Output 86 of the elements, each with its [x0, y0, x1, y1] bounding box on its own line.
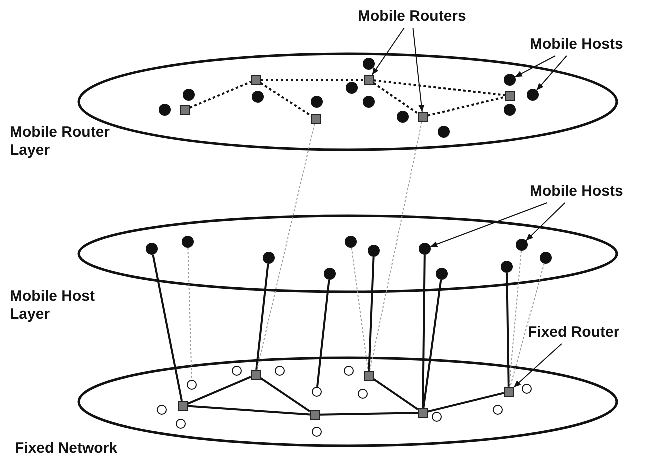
link-line	[422, 280, 442, 408]
host-dot	[363, 58, 375, 70]
node-circle	[344, 366, 354, 376]
host-dot	[345, 236, 357, 248]
layer-label: Mobile Router Layer	[10, 124, 111, 160]
node-circle	[312, 427, 322, 437]
host-dot	[419, 243, 431, 255]
leader-line	[412, 28, 425, 112]
dotted-link	[188, 248, 192, 380]
host-dot	[397, 111, 409, 123]
link-line	[188, 405, 310, 416]
dotted-link	[508, 250, 522, 388]
host-dot	[516, 239, 528, 251]
node-circle	[432, 412, 442, 422]
router-square	[364, 371, 374, 381]
link-line	[316, 280, 330, 388]
callout-label: Mobile Hosts	[530, 183, 624, 201]
link-line	[368, 256, 375, 372]
host-dot	[346, 82, 358, 94]
leader-line	[514, 344, 562, 388]
link-line	[422, 254, 426, 408]
layer-label: Fixed Network	[15, 440, 119, 458]
link-line	[260, 378, 311, 412]
host-dot	[363, 96, 375, 108]
host-dot	[252, 91, 264, 103]
host-dot	[368, 245, 380, 257]
dotted-link	[260, 82, 312, 117]
link-line	[256, 264, 270, 370]
node-circle	[493, 405, 503, 415]
link-line	[188, 376, 252, 405]
router-square	[504, 387, 514, 397]
node-circle	[176, 419, 186, 429]
host-dot	[527, 89, 539, 101]
host-dot	[504, 74, 516, 86]
router-square	[364, 75, 374, 85]
callout-label: Fixed Router	[528, 324, 620, 342]
dotted-link	[190, 81, 252, 109]
host-dot	[540, 252, 552, 264]
host-dot	[438, 126, 450, 138]
router-square	[310, 410, 320, 420]
host-dot	[263, 252, 275, 264]
router-square	[180, 105, 190, 115]
router-square	[311, 114, 321, 124]
node-circle	[232, 366, 242, 376]
node-circle	[275, 366, 285, 376]
dotted-link	[256, 124, 316, 370]
link-line	[373, 378, 419, 410]
router-square	[251, 75, 261, 85]
host-dot	[436, 268, 448, 280]
leader-line	[372, 28, 405, 76]
dotted-link	[370, 122, 422, 372]
host-dot	[146, 243, 158, 255]
router-square	[178, 401, 188, 411]
dotted-link	[261, 79, 364, 81]
host-dot	[183, 89, 195, 101]
callout-label: Mobile Hosts	[530, 36, 624, 54]
link-line	[152, 254, 183, 402]
host-dot	[159, 104, 171, 116]
host-dot	[504, 104, 516, 116]
leader-line	[514, 56, 556, 78]
node-circle	[312, 387, 322, 397]
router-square	[418, 112, 428, 122]
leader-line	[536, 56, 568, 91]
layer-label: Mobile Host Layer	[10, 288, 96, 324]
router-square	[505, 91, 515, 101]
dotted-link	[428, 96, 506, 117]
router-square	[418, 408, 428, 418]
host-dot	[324, 268, 336, 280]
leader-line	[526, 202, 566, 242]
dotted-link	[510, 263, 545, 388]
node-circle	[358, 389, 368, 399]
router-square	[251, 370, 261, 380]
callout-label: Mobile Routers	[358, 8, 466, 26]
link-line	[428, 392, 504, 413]
dotted-link	[373, 82, 419, 114]
link-line	[506, 272, 510, 388]
dotted-link	[374, 80, 506, 96]
node-circle	[157, 405, 167, 415]
node-circle	[187, 380, 197, 390]
dotted-link	[351, 247, 369, 372]
link-line	[320, 412, 418, 416]
leader-line	[430, 202, 548, 248]
host-dot	[182, 236, 194, 248]
host-dot	[501, 261, 513, 273]
host-dot	[311, 96, 323, 108]
node-circle	[522, 384, 532, 394]
